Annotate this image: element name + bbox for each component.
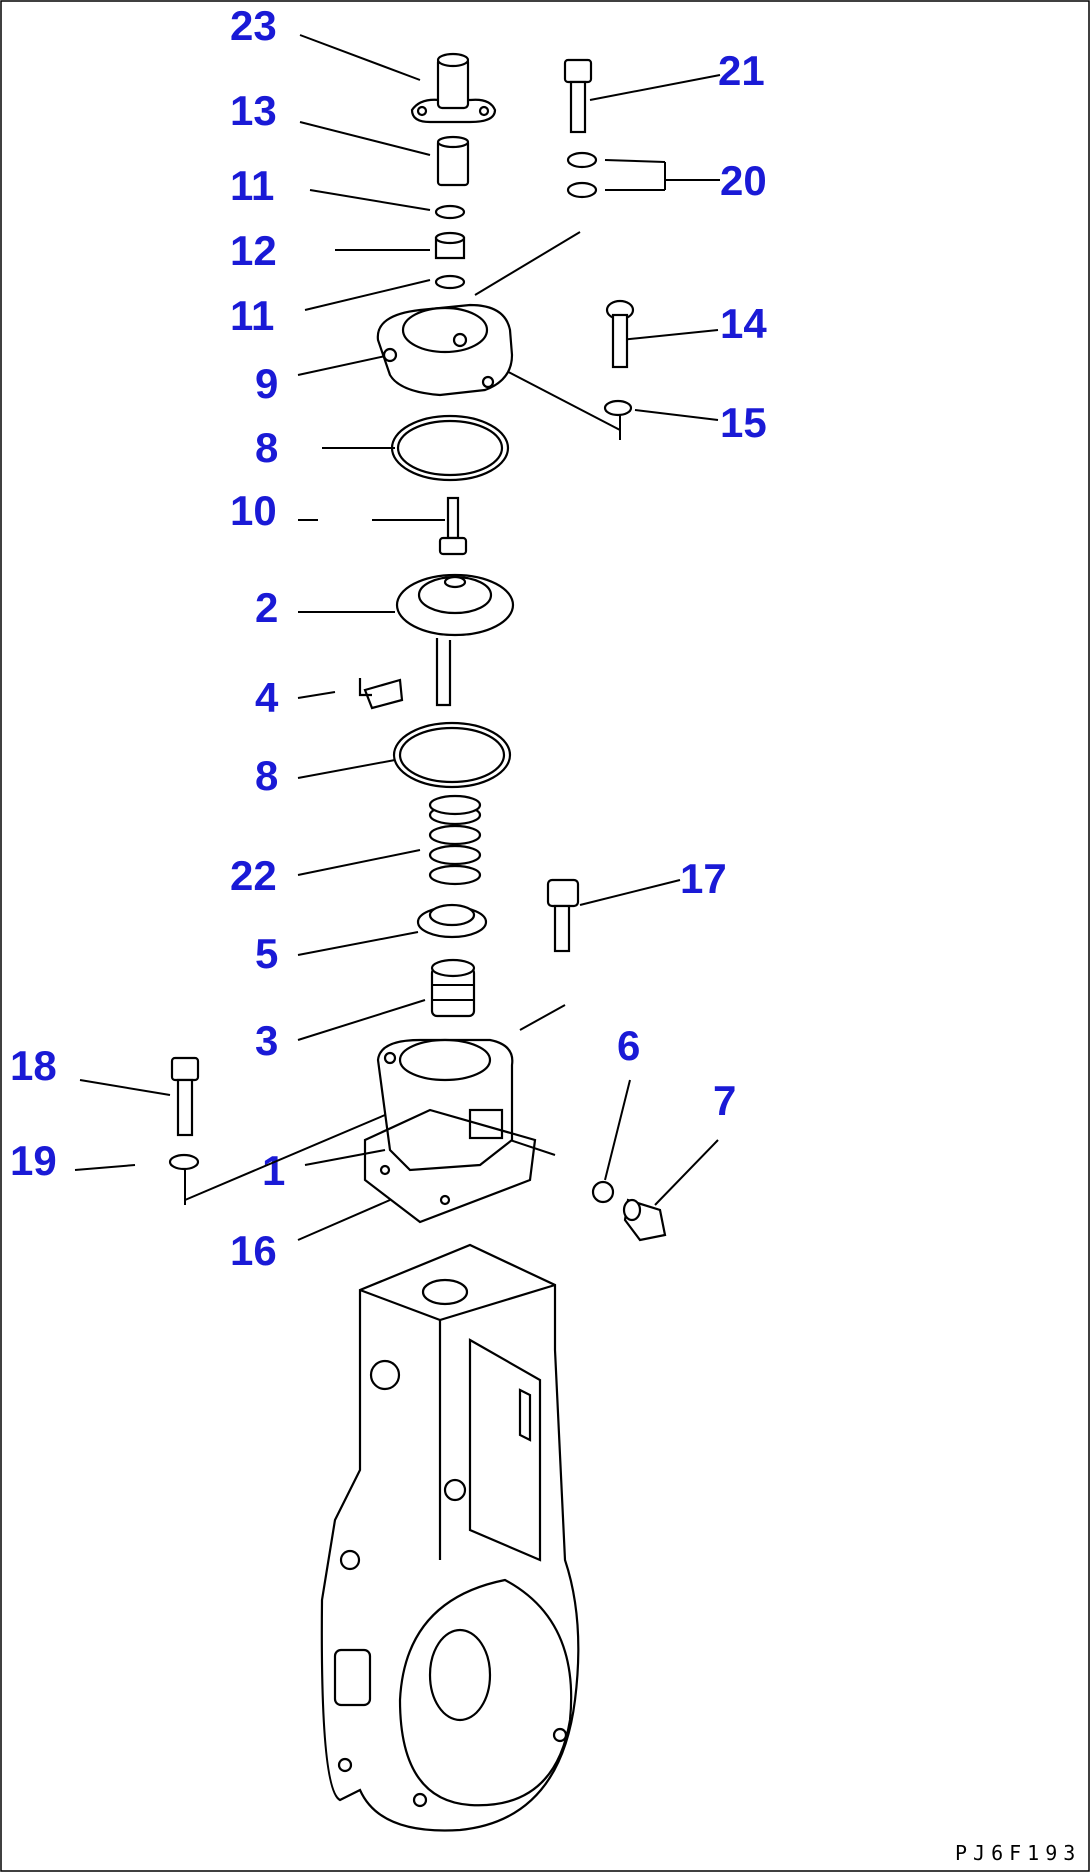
part-17-plug: [546, 878, 580, 953]
part-5-seat: [416, 903, 488, 939]
label-2: 2: [255, 584, 278, 631]
label-19: 19: [10, 1137, 57, 1184]
part-12-holder: [434, 231, 466, 260]
part-3-nipple: [430, 958, 476, 1018]
part-7-plug: [622, 1198, 667, 1242]
part-18-bolt: [170, 1056, 200, 1137]
part-1-valve-body: [376, 1038, 514, 1172]
label-10: 10: [230, 487, 277, 534]
part-15-washer: [603, 399, 633, 417]
label-9: 9: [255, 360, 278, 407]
label-8-lower: 8: [255, 752, 278, 799]
part-20-washer-lower: [566, 181, 598, 199]
part-23-solenoid: [410, 52, 497, 124]
label-14: 14: [720, 300, 767, 347]
label-20: 20: [720, 157, 767, 204]
label-18: 18: [10, 1042, 57, 1089]
label-3: 3: [255, 1017, 278, 1064]
leader-lines: [74, 34, 721, 1241]
label-21: 21: [718, 47, 765, 94]
part-4-bracket: [358, 678, 404, 710]
label-16: 16: [230, 1227, 277, 1274]
label-15: 15: [720, 399, 767, 446]
part-11-washer-upper: [434, 204, 466, 220]
drawing-code: PJ6F193: [955, 1841, 1081, 1865]
part-13-plunger: [436, 135, 470, 187]
label-6: 6: [617, 1022, 640, 1069]
label-13: 13: [230, 87, 277, 134]
part-20-washer-upper: [566, 151, 598, 169]
label-4: 4: [255, 674, 279, 721]
part-9-cover: [376, 303, 514, 397]
part-11-washer-lower: [434, 274, 466, 290]
label-17: 17: [680, 855, 727, 902]
part-8-oring-upper: [390, 414, 510, 482]
label-1: 1: [262, 1147, 285, 1194]
part-2-diaphragm: [395, 573, 515, 707]
part-14-bolt: [605, 299, 635, 369]
part-21-bolt: [563, 58, 593, 134]
label-11-lower: 11: [230, 292, 274, 339]
label-12: 12: [230, 227, 277, 274]
label-7: 7: [713, 1077, 736, 1124]
label-22: 22: [230, 852, 277, 899]
housing: [320, 1243, 580, 1832]
part-10-screw: [438, 496, 468, 556]
label-23: 23: [230, 2, 277, 49]
part-19-washer: [168, 1153, 200, 1171]
part-22-spring: [428, 794, 482, 886]
part-8-oring-lower: [392, 721, 512, 789]
label-11-upper: 11: [230, 162, 274, 209]
part-16-gasket: [363, 1108, 537, 1224]
label-5: 5: [255, 930, 278, 977]
part-6-washer: [591, 1180, 615, 1204]
label-8-upper: 8: [255, 424, 278, 471]
